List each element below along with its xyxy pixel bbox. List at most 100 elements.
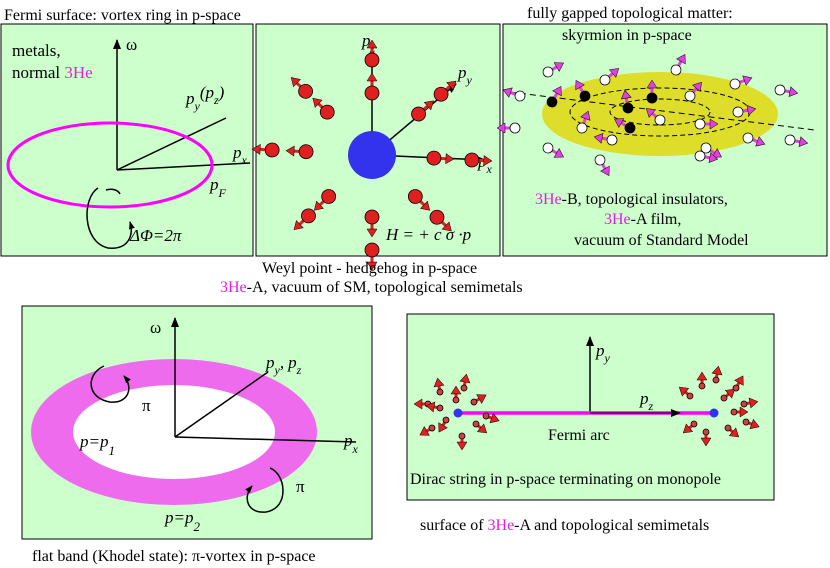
skyrmion-spin-0-head [502,87,513,98]
arc-spin-8-head [425,401,436,413]
panel1-pF-label: pF [209,175,227,200]
panel4-omega-label: ω [150,318,161,337]
panel4-caption: flat band (Khodel state): π-vortex in p-… [32,548,316,565]
arc-spin-18-head [748,397,759,409]
weyl-spin-2-ball [364,209,380,225]
arc-spin-4 [459,373,471,392]
skyrmion-spin-20-head [788,86,799,98]
panel3-title-line1: fully gapped topological matter: [527,5,733,22]
arc-spin-10 [450,385,462,404]
panel1-px-label: px [232,143,248,167]
arc-spin-4-ball [460,384,468,392]
arc-spin-11-head [678,386,690,397]
panel5-caption: surface of 3He-A and topological semimet… [420,517,709,534]
panel5-monopole-spins [413,365,760,451]
weyl-spin-1 [364,39,380,68]
panel1-py-label: py(pz) [185,83,225,113]
skyrmion-spin-6-head [580,110,591,121]
weyl-spin-9 [433,80,457,102]
arc-spin-16-ball [702,428,710,436]
skyrmion-spin-15-ball [694,118,706,130]
skyrmion-spin-5-ball [579,90,591,102]
panel1-omega-label: ω [126,35,137,54]
panel1-px-axis [116,162,251,171]
arc-spin-11 [678,386,694,400]
skyrmion-spin-8-ball [599,74,611,86]
skyrmion-spin-4-head [553,148,564,158]
skyrmion-spin-16 [700,142,722,158]
panel4-ring-inner [73,385,275,479]
panel3-skyrmion-spins [496,54,809,176]
arc-spin-13-ball [720,394,728,402]
skyrmion-spin-11-ball [646,92,658,104]
skyrmion-spin-23-head [593,132,604,144]
weyl-spin-3-head [366,261,378,271]
panel4-py-axis [174,371,269,438]
arc-spin-1-ball [436,388,444,396]
skyrmion-spin-12-ball [654,114,666,126]
skyrmion-spin-19-ball [742,132,754,144]
panel5-monopole-right [709,408,719,418]
panel3-label-line2: 3He-A film, [604,211,681,228]
arc-spin-14 [730,406,749,418]
weyl-spin-10-head [312,97,323,108]
skyrmion-spin-20-ball [774,84,786,96]
skyrmion-spin-19-head [755,136,766,147]
skyrmion-spin-6 [576,110,591,134]
arc-spin-9 [482,412,500,424]
arc-spin-18 [740,397,759,409]
skyrmion-spin-22-head [708,152,719,164]
weyl-spin-8-head [423,100,434,111]
panel1-winding-arrow-top [105,188,121,195]
skyrmion-spin-22 [694,150,719,164]
arc-spin-5-ball [470,398,478,406]
arc-spin-21-head [749,418,760,430]
panel4-p1-label: p=p1 [79,432,115,458]
skyrmion-spin-0 [502,87,526,102]
skyrmion-spin-1 [496,122,521,134]
skyrmion-spin-10 [614,118,636,134]
weyl-spin-9-ball [433,86,449,102]
panel4-px-axis [174,436,357,443]
arc-spin-3-head [419,426,430,436]
skyrmion-spin-5-head [575,80,585,91]
weyl-spin-13 [429,209,452,232]
panel1-winding-label: ΔΦ=2π [129,226,182,245]
arc-spin-19-ball [712,376,720,384]
panel1-title: Fermi surface: vortex ring in p-space [4,7,241,24]
weyl-spin-7 [251,142,280,158]
arc-spin-11-ball [686,392,694,400]
weyl-spin-6 [285,144,314,160]
weyl-spin-12 [407,189,431,211]
skyrmion-spin-8 [599,68,620,86]
weyl-spin-4-ball [426,150,442,166]
skyrmion-spin-21-ball [784,134,796,146]
skyrmion-spin-5 [575,80,591,102]
arc-spin-9-ball [482,412,490,420]
weyl-spin-6-ball [298,144,314,160]
skyrmion-spin-9-ball [622,102,634,114]
skyrmion-spin-14 [684,81,702,102]
skyrmion-spin-11 [646,79,658,104]
skyrmion-spin-13 [670,54,686,76]
skyrmion-spin-2-head [553,62,564,72]
weyl-spin-14-ball [321,189,337,204]
weyl-spin-13-ball [429,209,445,225]
arc-spin-20-head [734,375,744,386]
panel3-axis [509,91,816,131]
skyrmion-spin-7-ball [594,154,606,166]
skyrmion-spin-17-ball [729,78,741,90]
arc-spin-7 [456,432,468,451]
skyrmion-spin-11-head [646,79,658,89]
panel4-p2-label: p=p2 [164,508,200,534]
panel5-py-label: py [595,341,611,365]
arc-spin-17 [682,420,698,434]
skyrmion-spin-0-ball [514,90,526,102]
panel2-caption-line1: Weyl point - hedgehog in p-space [262,260,477,277]
skyrmion-spin-21-shaft [789,138,801,144]
weyl-spin-14 [313,189,337,211]
weyl-spin-9-head [446,80,457,91]
weyl-spin-13-head [441,221,452,232]
arc-spin-6-ball [472,420,480,428]
